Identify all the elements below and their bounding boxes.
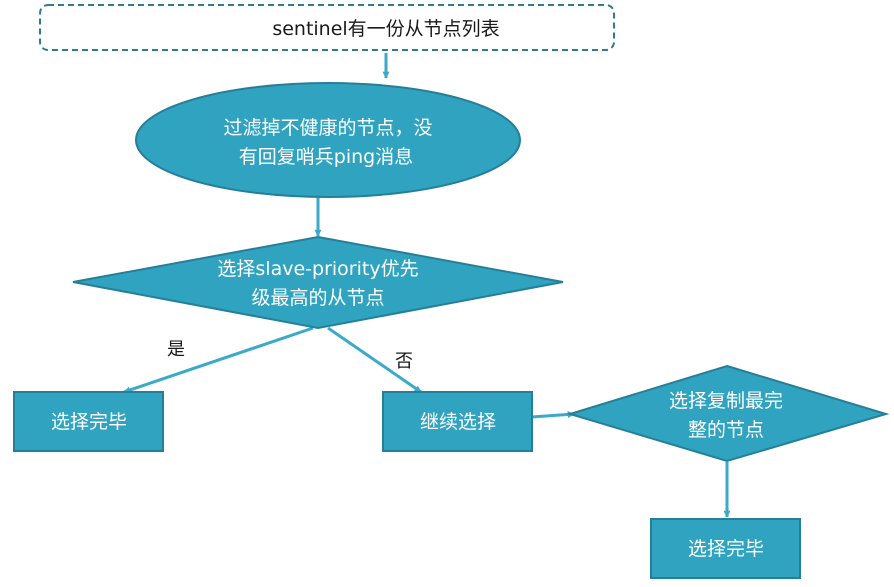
done-bottom-text: 选择完毕 xyxy=(688,538,764,560)
filter-text-line1: 过滤掉不健康的节点，没 xyxy=(223,117,432,139)
priority-text-line2: 级最高的从节点 xyxy=(251,287,384,309)
filter-ellipse xyxy=(135,82,521,198)
replication-text-line1: 选择复制最完 xyxy=(669,390,783,412)
continue-text: 继续选择 xyxy=(420,411,496,433)
continue-box xyxy=(382,391,533,452)
edge-priority-to-done-left xyxy=(123,326,314,394)
edges xyxy=(123,53,731,518)
filter-node: 过滤掉不健康的节点，没 有回复哨兵ping消息 xyxy=(135,82,521,198)
done-left-node: 选择完毕 xyxy=(13,391,164,452)
start-node-box xyxy=(39,4,615,51)
done-bottom-node: 选择完毕 xyxy=(650,518,801,579)
start-node-text: sentinel有一份从节点列表 xyxy=(272,18,499,40)
priority-decision: 选择slave-priority优先 级最高的从节点 xyxy=(72,235,564,330)
done-bottom-box xyxy=(650,518,801,579)
replication-text-line2: 整的节点 xyxy=(688,419,764,441)
edge-priority-to-continue xyxy=(327,326,422,394)
replication-diamond xyxy=(566,364,890,463)
edge-continue-to-replication xyxy=(531,410,575,419)
done-left-text: 选择完毕 xyxy=(51,411,127,433)
edge-label-yes: 是 xyxy=(167,339,185,360)
start-node: sentinel有一份从节点列表 xyxy=(39,4,615,51)
filter-text-line2: 有回复哨兵ping消息 xyxy=(239,146,413,168)
priority-text-line1: 选择slave-priority优先 xyxy=(217,258,418,280)
continue-node: 继续选择 xyxy=(382,391,533,452)
replication-decision: 选择复制最完 整的节点 xyxy=(566,364,890,463)
done-left-box xyxy=(13,391,164,452)
priority-diamond xyxy=(72,235,564,330)
edge-label-no: 否 xyxy=(395,351,413,372)
